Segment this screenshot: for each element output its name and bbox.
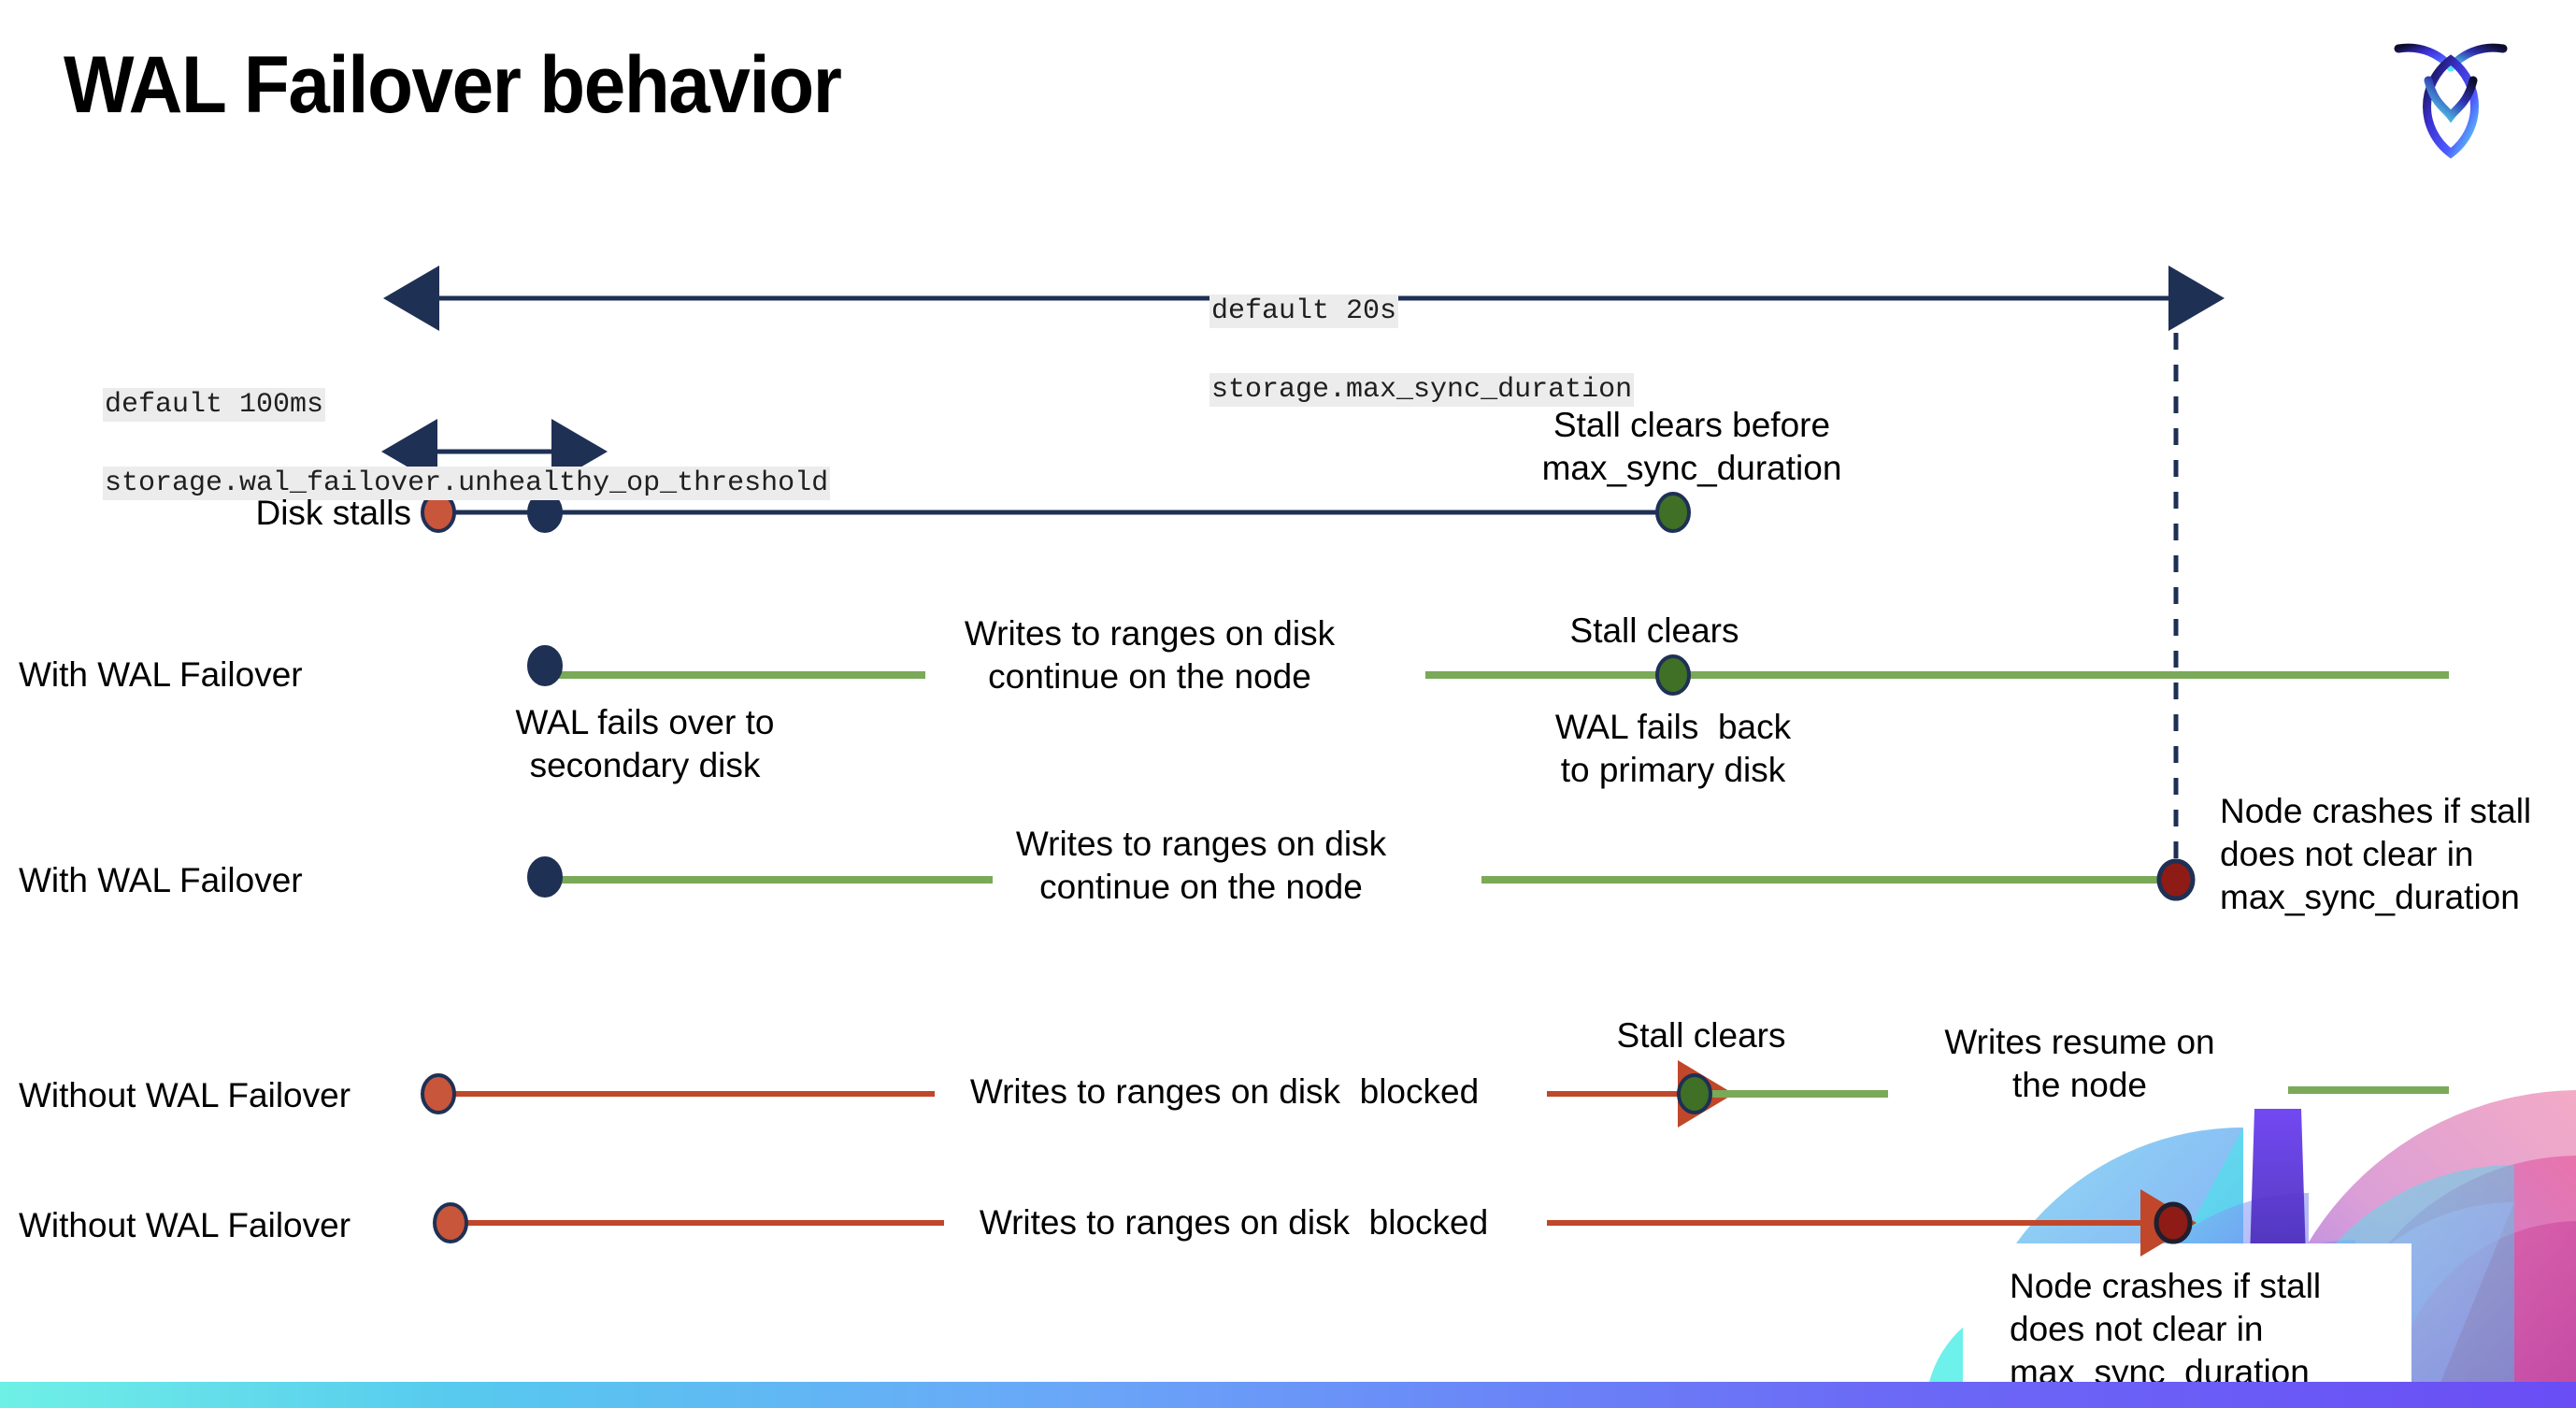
stall-clears-dot bbox=[1655, 492, 1691, 533]
node-crash-dot bbox=[2156, 858, 2196, 901]
max-sync-duration-annotation: default 20s storage.max_sync_duration bbox=[1142, 252, 1635, 449]
row-without-wal-failover-2-track bbox=[433, 1189, 2197, 1257]
note-stall-clears-1: Stall clears bbox=[1569, 611, 1739, 650]
cockroach-labs-logo-icon bbox=[2394, 43, 2508, 159]
row-label-without-wal-failover-2: Without WAL Failover bbox=[19, 1206, 351, 1244]
note-wal-fails-back: WAL fails back to primary disk bbox=[1554, 708, 1792, 789]
stall-start-dot bbox=[433, 1202, 468, 1243]
wal-failover-dot bbox=[527, 856, 563, 898]
node-crash-dot bbox=[2154, 1201, 2193, 1244]
bottom-gradient-bar bbox=[0, 1382, 2576, 1408]
page-title: WAL Failover behavior bbox=[64, 40, 842, 130]
wal-failover-dot bbox=[527, 645, 563, 686]
row-with-wal-failover-1-track bbox=[527, 645, 2449, 696]
max-sync-default-text: default 20s bbox=[1209, 295, 1399, 328]
row-disk-stalls-track bbox=[421, 492, 1691, 533]
stall-start-dot bbox=[421, 1073, 456, 1114]
row-label-disk-stalls: Disk stalls bbox=[255, 494, 411, 532]
note-writes-continue-1: Writes to ranges on disk continue on the… bbox=[964, 614, 1336, 696]
stall-clears-dot bbox=[1677, 1073, 1712, 1114]
note-node-crashes-2: Node crashes if stall does not clear in … bbox=[2010, 1267, 2322, 1391]
unhealthy-op-default-text: default 100ms bbox=[103, 388, 326, 422]
note-stall-clears-2: Stall clears bbox=[1616, 1016, 1786, 1055]
note-writes-blocked-1: Writes to ranges on disk blocked bbox=[969, 1072, 1480, 1111]
row-with-wal-failover-2-track bbox=[527, 856, 2196, 901]
row-label-with-wal-failover-1: With WAL Failover bbox=[19, 655, 303, 694]
note-wal-fails-over: WAL fails over to secondary disk bbox=[515, 703, 775, 784]
note-stall-clears-before: Stall clears before max_sync_duration bbox=[1541, 406, 1842, 487]
row-without-wal-failover-1-track bbox=[421, 1060, 2449, 1128]
row-label-with-wal-failover-2: With WAL Failover bbox=[19, 861, 303, 899]
note-writes-resume: Writes resume on the node bbox=[1944, 1023, 2215, 1104]
caption-backdrop bbox=[1963, 1243, 2411, 1408]
unhealthy-op-threshold-annotation: default 100ms storage.wal_failover.unhea… bbox=[36, 346, 831, 542]
note-node-crashes-1: Node crashes if stall does not clear in … bbox=[2220, 792, 2532, 916]
stall-clears-dot bbox=[1655, 654, 1691, 696]
note-writes-continue-2: Writes to ranges on disk continue on the… bbox=[1015, 825, 1387, 906]
row-label-without-wal-failover-1: Without WAL Failover bbox=[19, 1076, 351, 1114]
max-sync-setting-text: storage.max_sync_duration bbox=[1209, 373, 1635, 407]
unhealthy-op-setting-text: storage.wal_failover.unhealthy_op_thresh… bbox=[103, 467, 831, 500]
note-writes-blocked-2: Writes to ranges on disk blocked bbox=[979, 1203, 1489, 1242]
